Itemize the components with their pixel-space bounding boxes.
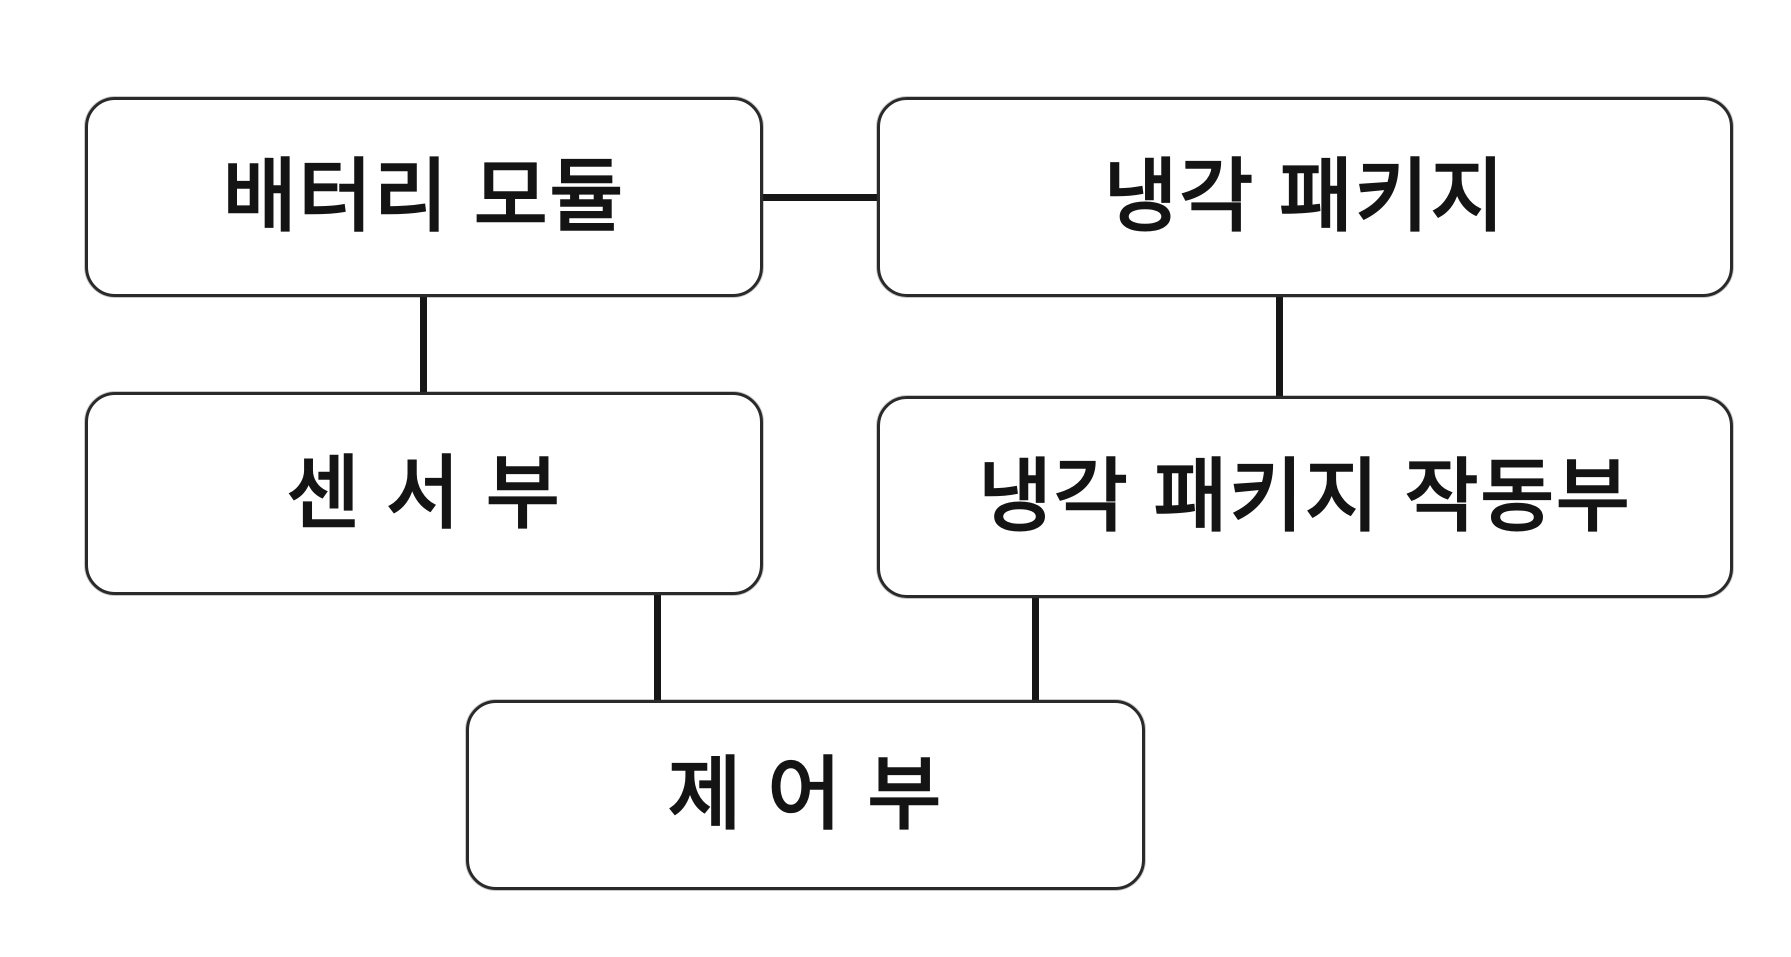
node-sensor-unit: 센 서 부: [85, 392, 763, 595]
node-cooling-package-actuator-label: 냉각 패키지 작동부: [978, 452, 1632, 541]
edge-battery-module-to-sensor-unit: [420, 294, 427, 395]
node-cooling-package-actuator: 냉각 패키지 작동부: [877, 396, 1733, 598]
edge-battery-module-to-cooling-package: [760, 194, 880, 201]
node-sensor-unit-label: 센 서 부: [286, 448, 562, 538]
node-control-unit-label: 제 어 부: [667, 750, 944, 839]
node-battery-module: 배터리 모듈: [85, 97, 763, 297]
edge-cooling-package-actuator-to-control-unit: [1032, 595, 1039, 703]
node-cooling-package-label: 냉각 패키지: [1103, 152, 1507, 241]
edge-cooling-package-to-cooling-package-actuator: [1276, 294, 1283, 399]
node-battery-module-label: 배터리 모듈: [222, 152, 626, 241]
edge-sensor-unit-to-control-unit: [654, 592, 661, 703]
node-cooling-package: 냉각 패키지: [877, 97, 1733, 297]
node-control-unit: 제 어 부: [466, 700, 1145, 890]
